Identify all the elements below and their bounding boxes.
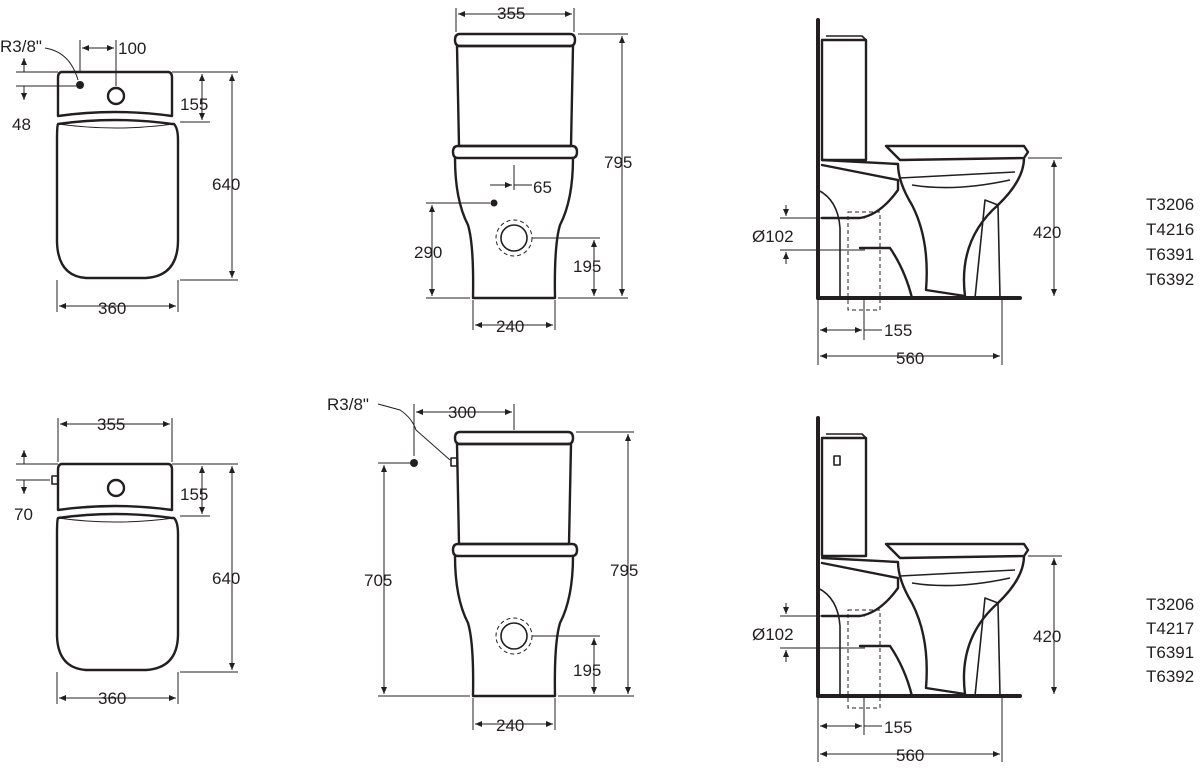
side-cistern: [820, 436, 868, 558]
front-inlet-dot: [410, 459, 418, 467]
model-b-side-view: Ø102 420 155 560 T3206 T4217 T6391 T6392: [752, 416, 1194, 765]
dim-outlet-setback: 155: [884, 718, 912, 737]
thread-label: R3/8": [327, 395, 369, 414]
dim-seat-height: 420: [1033, 223, 1061, 242]
model-b-top-view: 355 70 155 640 360: [14, 415, 240, 708]
dim-inlet-from-back: 70: [14, 505, 33, 524]
dim-projection: 560: [896, 349, 924, 368]
dim-foot-width: 240: [496, 716, 524, 735]
dim-depth: 640: [212, 175, 240, 194]
side-inlet-stub: [450, 457, 458, 467]
side-trap: [820, 163, 900, 220]
product-code: T6391: [1146, 643, 1194, 662]
top-view-cistern-outline: [56, 462, 174, 512]
product-code: T4217: [1146, 619, 1194, 638]
front-cistern-body: [455, 442, 573, 546]
front-seat: [451, 144, 579, 160]
water-inlet-dot: [76, 81, 84, 89]
dim-projection: 560: [896, 746, 924, 765]
dim-width: 360: [98, 689, 126, 708]
model-b-front-view: R3/8" 300 705 795 195 240: [327, 395, 638, 735]
product-code: T3206: [1146, 195, 1194, 214]
model-a-side-view: Ø102 420 155 560 T3206 T4216 T6391 T6392: [752, 18, 1194, 368]
dim-centre-offset: 65: [533, 178, 552, 197]
front-pan-body: [453, 156, 575, 300]
top-view-pan-outline: [55, 512, 180, 672]
product-code: T6392: [1146, 270, 1194, 289]
product-code: T3206: [1146, 595, 1194, 614]
front-cistern-lid: [453, 430, 575, 446]
product-code: T6392: [1146, 667, 1194, 686]
side-seat: [884, 542, 1030, 560]
side-bowl: [820, 156, 1026, 298]
thread-label: R3/8": [0, 37, 42, 56]
dim-foot-width: 240: [496, 317, 524, 336]
side-inlet-stub: [833, 455, 841, 466]
flush-button-hole: [106, 478, 126, 498]
side-trap: [820, 561, 900, 618]
dim-cistern-width: 355: [497, 4, 525, 23]
dim-outlet-from-back: 155: [180, 95, 208, 114]
side-seat: [884, 144, 1030, 162]
dim-width: 360: [98, 299, 126, 318]
dim-outlet-height: 195: [573, 661, 601, 680]
dim-outlet-height: 195: [573, 257, 601, 276]
dim-height: 795: [604, 153, 632, 172]
dim-inlet-offset: 100: [118, 39, 146, 58]
dim-seat-height: 420: [1033, 627, 1061, 646]
flush-button-hole: [106, 86, 126, 106]
front-inlet-dot: [490, 199, 498, 207]
dim-cistern-width: 355: [97, 415, 125, 434]
dim-depth: 640: [212, 569, 240, 588]
product-code: T4216: [1146, 220, 1194, 239]
front-pan-body: [453, 554, 575, 698]
dim-inlet-offset: 300: [448, 403, 476, 422]
front-cistern-body: [455, 44, 575, 148]
dim-pipe-diameter: Ø102: [752, 227, 794, 246]
dim-inlet-height: 705: [364, 571, 392, 590]
dim-outlet-setback: 155: [884, 321, 912, 340]
top-view-pan-outline: [55, 118, 180, 280]
dim-inlet-height: 290: [414, 243, 442, 262]
top-view-cistern-outline: [56, 70, 174, 118]
product-code: T6391: [1146, 245, 1194, 264]
dim-height: 795: [610, 561, 638, 580]
side-cistern: [820, 38, 868, 162]
front-cistern-lid: [453, 32, 577, 48]
dim-pipe-diameter: Ø102: [752, 625, 794, 644]
dim-outlet-from-back: 155: [180, 485, 208, 504]
model-a-top-view: 100 R3/8" 48 155 640 360: [0, 37, 240, 318]
dim-inlet-from-back: 48: [12, 115, 31, 134]
side-bowl: [820, 554, 1026, 696]
side-inlet-stub: [51, 475, 59, 485]
front-seat: [451, 542, 579, 558]
model-a-front-view: 355 795 65 290 195 240: [414, 4, 632, 336]
